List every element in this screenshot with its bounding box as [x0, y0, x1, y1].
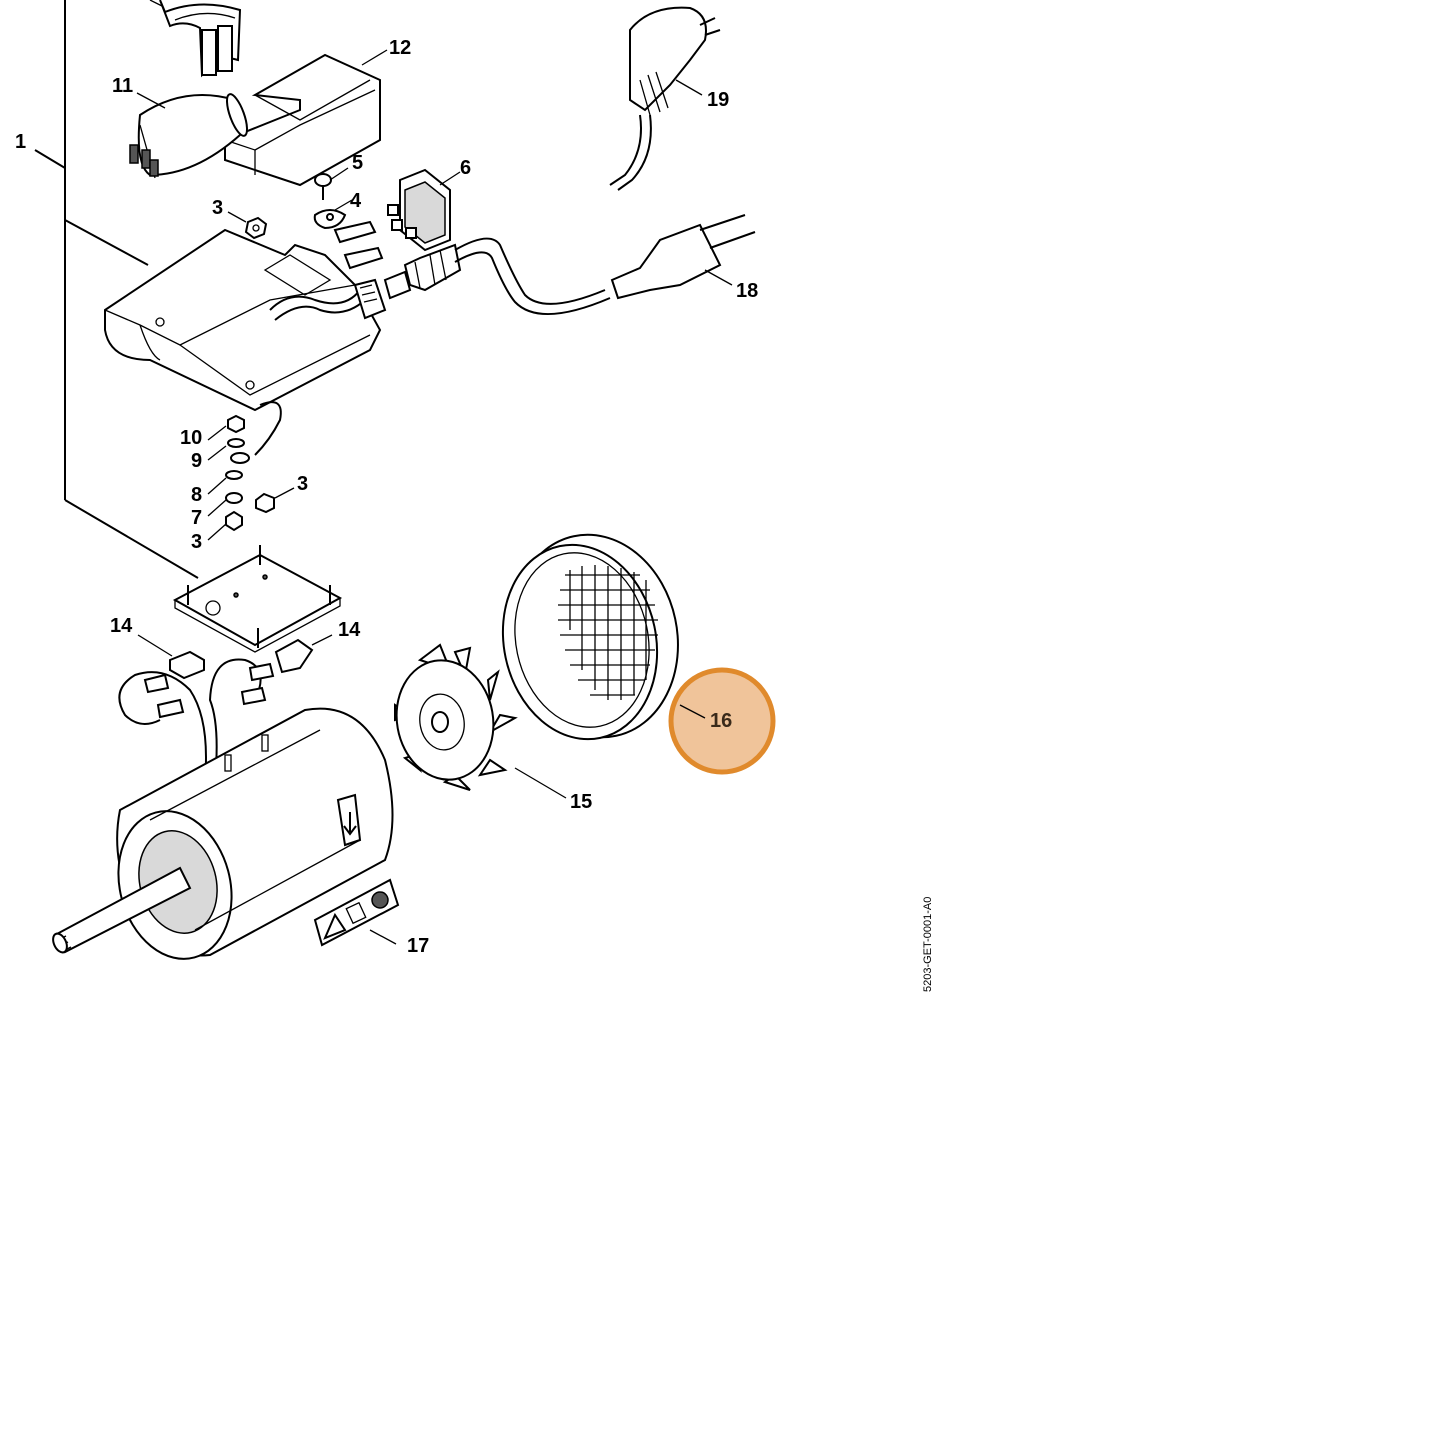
callout-15[interactable]: 15: [570, 791, 592, 813]
drawing-code: 5203-GET-0001-A0: [922, 897, 934, 992]
callout-19[interactable]: 19: [707, 89, 729, 111]
callout-7[interactable]: 7: [191, 507, 202, 529]
highlight-marker[interactable]: [668, 667, 776, 775]
part-10-nut[interactable]: [227, 414, 245, 434]
callout-14-left[interactable]: 14: [110, 615, 133, 637]
callout-5[interactable]: 5: [352, 152, 363, 174]
callout-6[interactable]: 6: [460, 157, 471, 179]
callout-14-right[interactable]: 14: [338, 619, 361, 641]
callout-labels: 1 11 12 19 5 6 3 4 18 10 9 8 3 7 3 14 14…: [15, 37, 758, 957]
callout-18[interactable]: 18: [736, 280, 758, 302]
part-17-warning-labels[interactable]: [313, 878, 400, 947]
part-14-connectors[interactable]: [137, 634, 333, 680]
fan-cover-grille: [558, 565, 658, 700]
part-3-nut-lower[interactable]: [225, 510, 243, 532]
highlight-circle[interactable]: [668, 667, 776, 775]
part-5-screw[interactable]: [314, 167, 349, 200]
assembly-bracket: [34, 0, 199, 579]
part-6-switch[interactable]: [387, 168, 461, 252]
callout-8[interactable]: 8: [191, 484, 202, 506]
part-8-lockwasher[interactable]: [225, 470, 243, 480]
part-7-washer[interactable]: [225, 492, 243, 504]
part-9-washer[interactable]: [227, 438, 245, 448]
part-clamp-top[interactable]: [149, 0, 242, 78]
part-11-capacitor[interactable]: [129, 92, 251, 179]
part-19-plug-eu[interactable]: [609, 6, 721, 191]
callout-4[interactable]: 4: [350, 190, 362, 212]
callout-3-top[interactable]: 3: [212, 197, 223, 219]
callout-9[interactable]: 9: [191, 450, 202, 472]
part-1-terminal-box[interactable]: [104, 220, 412, 464]
motor-wiring: [118, 658, 275, 781]
part-18-cord-plug[interactable]: [403, 214, 756, 316]
part-15-fan-impeller[interactable]: [387, 643, 567, 799]
callout-3-lower[interactable]: 3: [191, 531, 202, 553]
part-16-fan-cover[interactable]: [485, 519, 696, 753]
part-3-nut-side[interactable]: [255, 492, 275, 514]
part-motor-stator[interactable]: [50, 707, 394, 972]
part-4-clip[interactable]: [313, 199, 353, 230]
callout-1[interactable]: 1: [15, 131, 26, 153]
part-3-nut-top[interactable]: [227, 211, 268, 240]
callout-11[interactable]: 11: [112, 75, 133, 97]
callout-3-side[interactable]: 3: [297, 473, 308, 495]
callout-12[interactable]: 12: [389, 37, 411, 59]
small-hardware-stack[interactable]: [207, 414, 295, 541]
part-terminal-plate[interactable]: [172, 545, 343, 653]
callout-10[interactable]: 10: [180, 427, 202, 449]
part-12-insulation-sleeve[interactable]: [224, 49, 388, 187]
callout-16[interactable]: 16: [710, 710, 732, 732]
callout-17[interactable]: 17: [407, 935, 429, 957]
